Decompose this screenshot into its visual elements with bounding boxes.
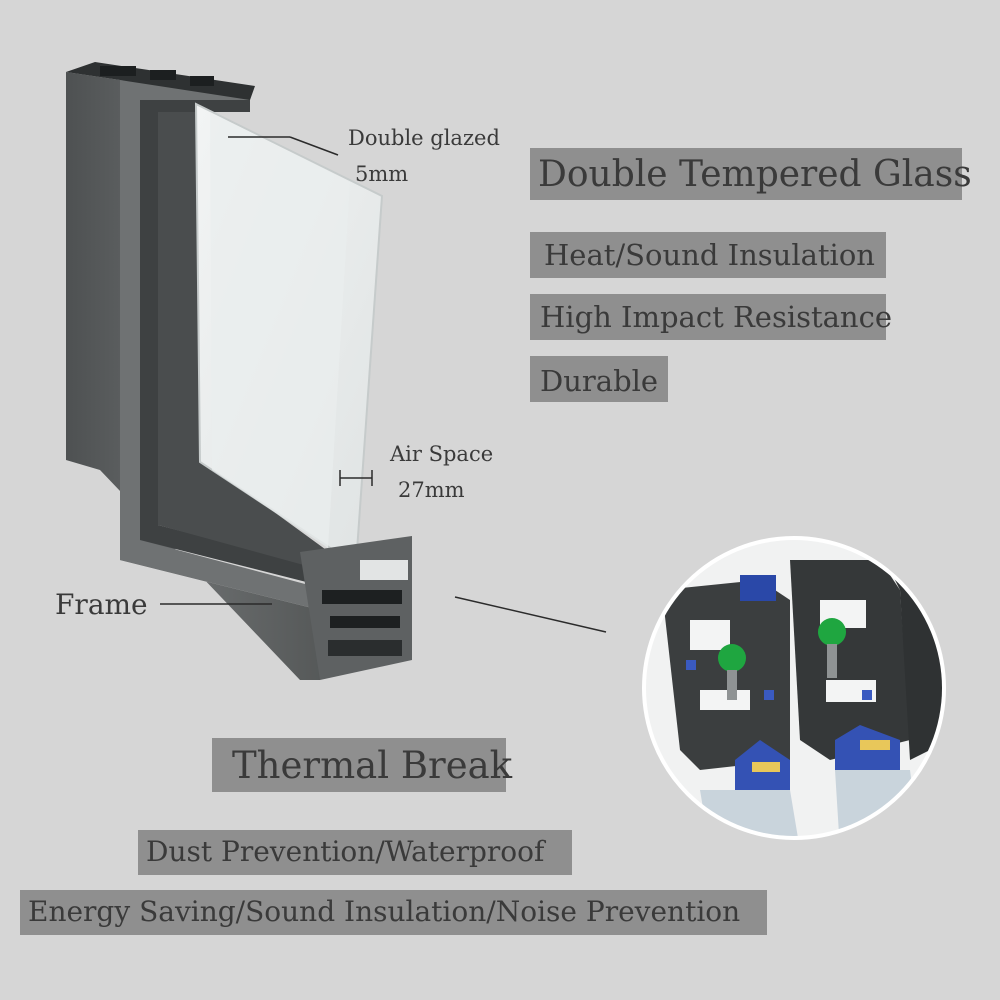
callout-air-space-size: 27mm (398, 478, 465, 502)
gasket-right (818, 618, 846, 646)
callout-double-glazed: Double glazed (348, 126, 500, 150)
gasket-left (718, 644, 746, 672)
break-feature-dust-waterproof: Dust Prevention/Waterproof (138, 830, 572, 875)
glass-feature-heat-sound: Heat/Sound Insulation (530, 232, 886, 278)
callout-glass-thickness: 5mm (355, 162, 409, 186)
callout-frame: Frame (55, 588, 148, 621)
break-feature-energy-sound: Energy Saving/Sound Insulation/Noise Pre… (20, 890, 767, 935)
callout-air-space: Air Space (390, 442, 494, 466)
glass-feature-durable: Durable (530, 356, 668, 402)
glass-feature-impact: High Impact Resistance (530, 294, 892, 340)
glass-title-label: Double Tempered Glass (530, 148, 972, 200)
thermal-break-title-label: Thermal Break (212, 738, 512, 792)
